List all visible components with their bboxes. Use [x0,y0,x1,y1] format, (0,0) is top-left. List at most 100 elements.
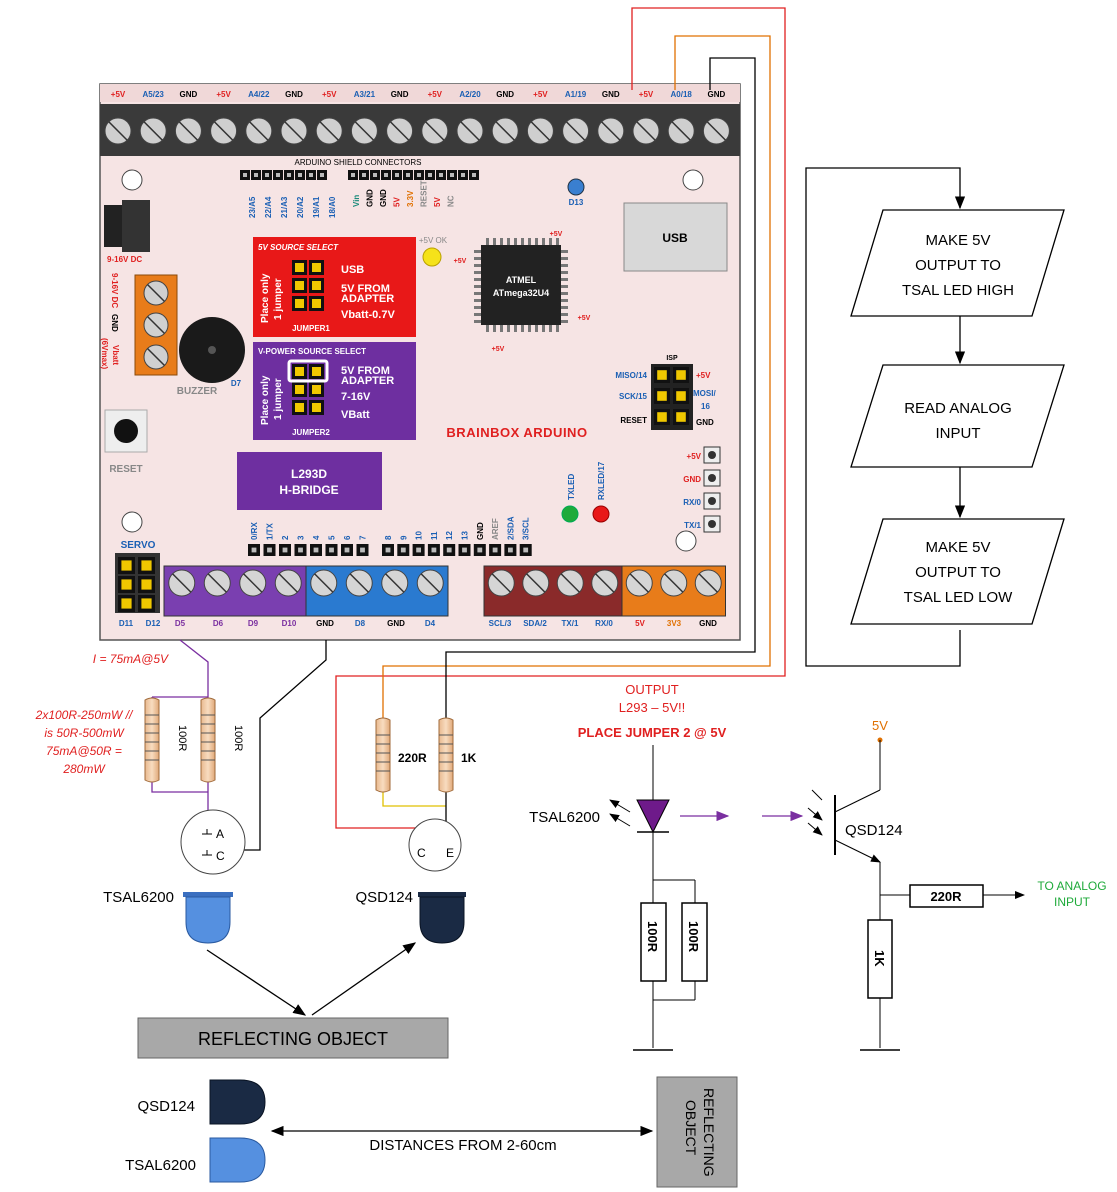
top-terminal-label: GND [180,90,198,99]
vpower-opt-7-16v: 7-16V [341,391,371,403]
bottom-terminal-label: TX/1 [562,619,579,628]
bottom-terminal-label: GND [699,619,717,628]
shield-label: Vin [352,195,361,207]
top-terminal-label: +5V [533,90,548,99]
top-terminal-label: GND [391,90,409,99]
qsd-label-2: QSD124 [845,822,903,839]
chip-5v-left: +5V [454,258,467,265]
vpower-title: V-POWER SOURCE SELECT [258,347,366,356]
shield-title: ARDUINO SHIELD CONNECTORS [295,158,422,167]
screw-icon [694,569,722,597]
vpower-opt-adapter-a: 5V FROM [341,365,390,377]
mount-hole [121,169,143,191]
bottom-terminal-label: SCL/3 [489,619,512,628]
screw-icon [597,117,625,145]
resistor-note-line: 280mW [62,762,106,776]
isp-sck: SCK/15 [619,392,648,401]
reflecting-object-2-line1: REFLECTING [701,1088,717,1177]
digital-pin-label: 2 [281,535,290,540]
digital-pin-label: 8 [384,535,393,540]
screw-icon [210,117,238,145]
brand-logo: BRAINBOX ARDUINO [446,425,587,440]
isp-title: ISP [666,355,678,362]
jumper2-label: JUMPER2 [292,428,330,437]
top-terminal-label: +5V [639,90,654,99]
bottom-terminal-label: RX/0 [595,619,613,628]
shield-label: NC [447,195,456,207]
screw-icon [456,117,484,145]
screw-icon [274,569,302,597]
screw-icon [522,569,550,597]
vpower-jumper: 1 jumper [273,378,284,420]
screw-icon [203,569,231,597]
screw-icon [168,569,196,597]
digital-pin-label: 6 [343,535,352,540]
bottom-terminal-label: D4 [425,619,436,628]
flow-step-low [850,518,1065,625]
tx-led [561,505,579,523]
screw-icon [487,569,515,597]
reflecting-object-2 [656,1076,738,1188]
digital-pin-label: 9 [399,535,408,540]
screw-icon [245,117,273,145]
digital-pin-label: 10 [415,531,424,540]
qsd-label-1: QSD124 [355,889,413,906]
usb-label: USB [662,231,688,245]
top-terminal-label: +5V [322,90,337,99]
5v-source-title: 5V SOURCE SELECT [258,243,339,252]
left-circuit: I = 75mA@5V 2x100R-250mW //is 50R-500mW7… [35,652,477,1059]
current-note: I = 75mA@5V [93,652,169,666]
tsal-diode-symbol [636,799,670,834]
flow-step-read [850,364,1065,468]
5v-ok-led [422,247,442,267]
bottom-terminal-label: 5V [635,619,645,628]
jumper1-label: JUMPER1 [292,324,330,333]
serial-pin-label: +5V [687,452,702,461]
mount-hole [682,169,704,191]
digital-pin-label: 13 [461,531,470,540]
resistor-note-line: 75mA@50R = [46,744,122,758]
screw-icon [345,569,373,597]
shield-label: 19/A1 [312,196,321,218]
digital-pin-label: 3 [297,535,306,540]
d13-led [567,178,585,196]
screw-icon [416,569,444,597]
chip-line2: ATmega32U4 [493,288,549,298]
5v-source-jumper: 1 jumper [273,278,284,320]
qsd-pin-c: C [417,846,426,860]
r4-label: 1K [461,751,477,765]
5v-opt-vbatt: Vbatt-0.7V [341,309,395,321]
flow-high-3: TSAL LED HIGH [902,282,1014,299]
resistor-100r-b [200,697,216,783]
flow-step-high [850,209,1065,317]
h-bridge-line1: L293D [291,467,327,481]
output-line1: OUTPUT [625,682,679,697]
bottom-terminal-label: D6 [213,619,224,628]
distance-diagram: QSD124 TSAL6200 DISTANCES FROM 2-60cm RE… [125,1076,738,1188]
resistor-note-line: 2x100R-250mW // [35,708,134,722]
serial-pin-label: GND [683,475,701,484]
screw-icon [562,117,590,145]
h-bridge-line2: H-BRIDGE [279,483,338,497]
screw-icon [591,569,619,597]
rxled-label: RXLED/17 [597,461,606,500]
bottom-terminal-label: D11 [119,619,134,628]
mount-hole [675,530,697,552]
shield-label: RESET [420,180,429,207]
screw-icon [143,312,169,338]
r3-label: 220R [398,751,427,765]
shield-label: 22/A4 [264,196,273,218]
flow-high-2: OUTPUT TO [915,257,1001,274]
output-line2: L293 – 5V!! [619,700,686,715]
screw-icon [660,569,688,597]
shield-label: GND [379,189,388,207]
bottom-terminal-label: D8 [355,619,366,628]
digital-pin-label: GND [476,522,485,540]
screw-icon [526,117,554,145]
shield-label: 20/A2 [296,196,305,218]
